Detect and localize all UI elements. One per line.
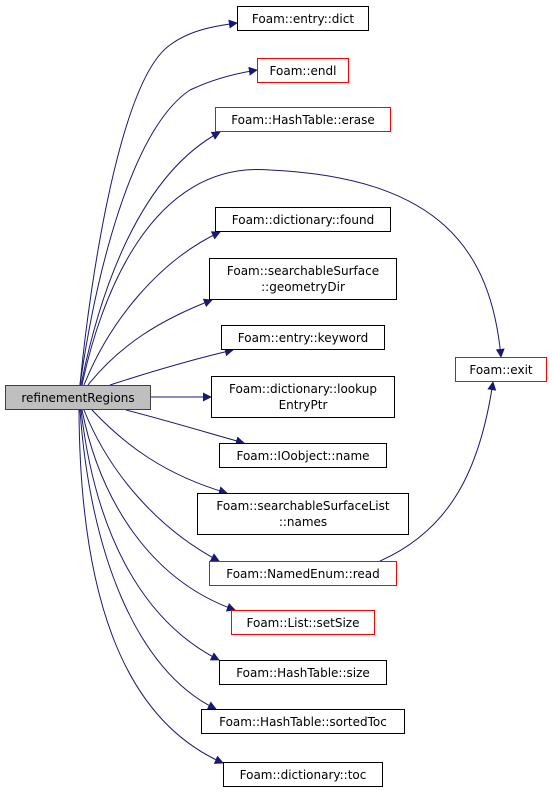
node-label: Foam::dictionary::toc — [239, 767, 367, 782]
node-label: ::names — [278, 515, 328, 529]
node-dictionary-toc[interactable]: Foam::dictionary::toc — [223, 762, 383, 787]
node-hashtable-erase[interactable]: Foam::HashTable::erase — [215, 107, 391, 132]
edge-root-to-dictionary-toc — [78, 409, 224, 764]
edge-root-to-endl — [79, 66, 258, 386]
node-namedenum-read[interactable]: Foam::NamedEnum::read — [209, 561, 397, 586]
node-label: Foam::entry::keyword — [237, 330, 369, 345]
node-root[interactable]: refinementRegions — [5, 385, 151, 410]
node-label: Foam::HashTable::erase — [231, 112, 375, 127]
node-label: Foam::HashTable::size — [236, 665, 370, 680]
node-label: refinementRegions — [21, 390, 135, 405]
node-label: Foam::IOobject::name — [236, 448, 370, 463]
node-label: Foam::NamedEnum::read — [226, 566, 380, 581]
edge-root-to-namedenum-read — [83, 409, 220, 562]
node-entry-dict[interactable]: Foam::entry::dict — [237, 6, 369, 31]
node-label: Foam::exit — [469, 362, 533, 377]
node-ioobject-name[interactable]: Foam::IOobject::name — [219, 443, 387, 468]
edge-root-to-hashtable-size — [80, 409, 220, 661]
node-exit[interactable]: Foam::exit — [455, 357, 547, 382]
edge-root-to-hashtable-erase — [80, 131, 221, 386]
edge-root-to-dictionary-found — [83, 231, 221, 386]
node-label: Foam::entry::dict — [251, 11, 355, 26]
edge-root-to-searchablesurfacelist-names — [91, 409, 228, 496]
node-label: Foam::dictionary::found — [231, 212, 375, 227]
edge-root-to-entry-keyword — [109, 347, 234, 386]
edge-root-to-entry-dict — [79, 19, 238, 386]
node-label: Foam::searchableSurfaceList — [216, 499, 390, 513]
node-hashtable-size[interactable]: Foam::HashTable::size — [219, 660, 387, 685]
node-label: Foam::dictionary::lookup — [229, 382, 377, 396]
node-label: Foam::HashTable::sortedToc — [219, 714, 387, 729]
node-label: Foam::searchableSurface — [226, 264, 380, 278]
node-entry-keyword[interactable]: Foam::entry::keyword — [221, 325, 385, 350]
node-label: ::geometryDir — [261, 280, 345, 294]
edge-root-to-list-setsize — [81, 409, 236, 612]
edge-root-to-searchablesurface-geometrydir — [87, 298, 213, 386]
node-label: Foam::endl — [269, 63, 337, 78]
node-list-setsize[interactable]: Foam::List::setSize — [231, 610, 375, 635]
node-label: Foam::List::setSize — [246, 615, 360, 630]
edge-root-to-ioobject-name — [125, 409, 245, 446]
node-searchablesurface-geometrydir[interactable]: Foam::searchableSurface::geometryDir — [209, 258, 397, 300]
node-hashtable-sortedtoc[interactable]: Foam::HashTable::sortedToc — [201, 709, 405, 734]
node-label: EntryPtr — [278, 398, 328, 412]
edge-namedenum-read-to-exit — [379, 381, 497, 562]
edge-root-to-exit — [81, 169, 505, 386]
node-searchablesurfacelist-names[interactable]: Foam::searchableSurfaceList::names — [197, 493, 409, 535]
node-endl[interactable]: Foam::endl — [257, 58, 349, 83]
edge-root-to-hashtable-sortedtoc — [79, 409, 217, 710]
node-dictionary-found[interactable]: Foam::dictionary::found — [215, 207, 391, 232]
